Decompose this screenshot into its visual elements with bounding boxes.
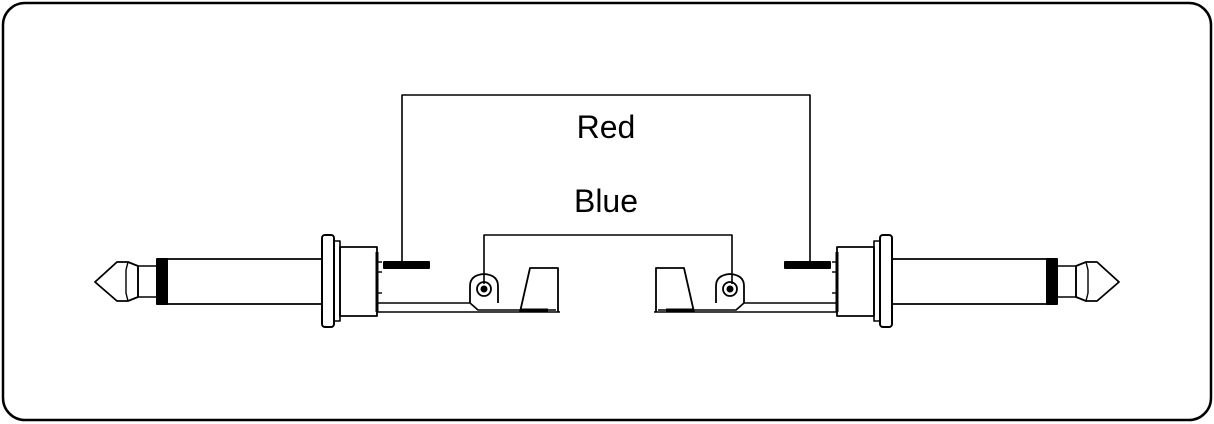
left-jack-plug xyxy=(94,234,560,328)
left-plug-ring xyxy=(156,258,168,305)
right-jack-plug xyxy=(654,234,1120,328)
left-plug-tip xyxy=(94,261,139,302)
left-tip-terminal xyxy=(383,261,430,269)
left-plug-sleeve xyxy=(166,258,323,305)
wire-label-blue: Blue xyxy=(574,183,638,219)
wire-blue xyxy=(483,234,733,284)
left-plug-collar xyxy=(321,234,335,328)
wire-red xyxy=(401,94,811,262)
wire-label-red: Red xyxy=(577,109,636,145)
right-plug-tip xyxy=(1075,261,1120,302)
right-tip-terminal xyxy=(784,261,831,269)
right-plug-collar xyxy=(879,234,893,328)
right-plug-sleeve xyxy=(891,258,1048,305)
right-plug-ring xyxy=(1046,258,1058,305)
